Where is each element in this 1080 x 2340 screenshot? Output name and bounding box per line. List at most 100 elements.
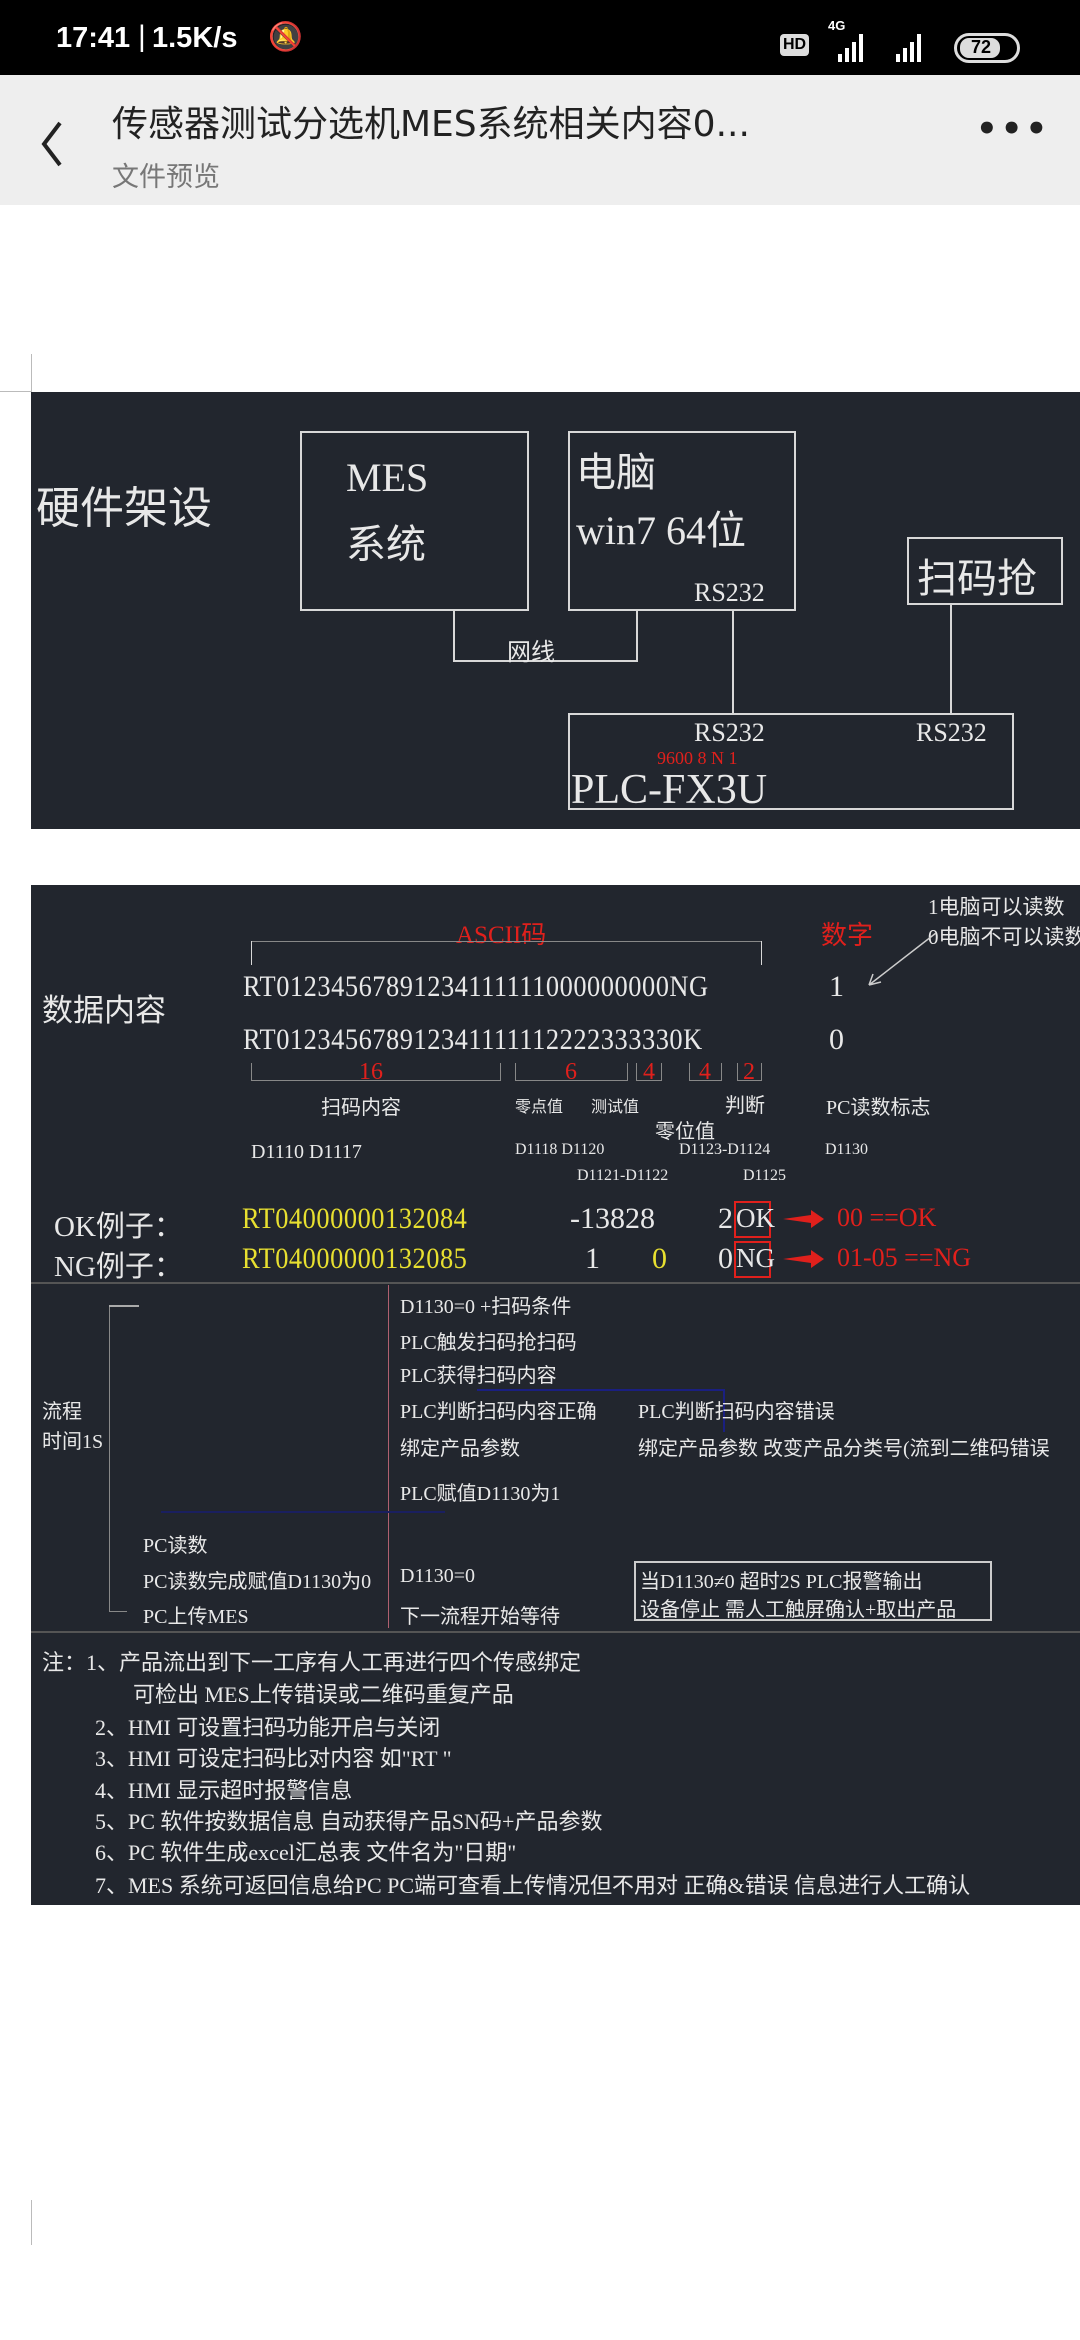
- address-label: D1125: [743, 1167, 786, 1184]
- segment-length: 4: [643, 1059, 655, 1085]
- hardware-title: 硬件架设: [36, 484, 212, 533]
- plc-port-label-2: RS232: [916, 718, 987, 747]
- document-subtitle: 文件预览: [112, 162, 220, 193]
- hardware-diagram: 硬件架设 MES 系统 电脑 win7 64位 RS232 网线 扫码抢 RS2…: [31, 392, 1080, 829]
- note-line: 6、PC 软件生成excel汇总表 文件名为"日期": [95, 1840, 517, 1865]
- flow-step: 绑定产品参数: [400, 1438, 520, 1460]
- clock: 17:41: [56, 22, 131, 54]
- ok-example-code: RT04000000132084: [242, 1202, 468, 1235]
- data-row-ok: RT012345678912341111112222333330K: [243, 1023, 703, 1056]
- segment-length: 2: [743, 1059, 755, 1085]
- flow-step: D1130=0 +扫码条件: [400, 1296, 572, 1318]
- hd-badge: HD: [780, 34, 810, 56]
- scanner-box: [907, 537, 1063, 605]
- flow-step: PLC判断扫码内容正确: [400, 1401, 597, 1423]
- alarm-text: 设备停止 需人工触屏确认+取出产品: [640, 1599, 957, 1621]
- page-corner-mark: [31, 2200, 32, 2245]
- data-flow-diagram: ASCII码 数字 1电脑可以读数 0电脑不可以读数 数据内容 RT012345…: [31, 885, 1080, 1905]
- flow-step: PLC获得扫码内容: [400, 1365, 557, 1387]
- app-header: 传感器测试分选机MES系统相关内容0... 文件预览 •••: [0, 75, 1080, 205]
- plc-label: PLC-FX3U: [571, 767, 768, 813]
- digit-label: 数字: [821, 921, 874, 950]
- divider: |: [138, 20, 146, 53]
- ng-example-value: 0: [652, 1242, 667, 1275]
- flag-note-0: 0电脑不可以读数: [928, 925, 1080, 949]
- pc-label: 电脑: [576, 450, 656, 495]
- flow-step: PLC赋值D1130为1: [400, 1483, 561, 1505]
- more-options-button[interactable]: •••: [976, 109, 1051, 149]
- ng-example-value: 0: [718, 1242, 733, 1275]
- pc-os-label: win7 64位: [576, 508, 746, 553]
- arrow-icon: [868, 932, 937, 986]
- ng-example-label: NG例子：: [54, 1251, 183, 1283]
- flow-step: PLC触发扫码抢扫码: [400, 1332, 577, 1354]
- ng-example-code: RT04000000132085: [242, 1242, 468, 1275]
- note-line: 4、HMI 显示超时报警信息: [95, 1778, 353, 1803]
- flow-step: 下一流程开始等待: [400, 1606, 560, 1628]
- flow-label: 流程: [42, 1401, 82, 1423]
- mes-label: MES: [346, 455, 429, 500]
- field-label: PC读数标志: [826, 1097, 931, 1119]
- field-label: 零位值: [655, 1121, 715, 1143]
- field-label: 扫码内容: [321, 1097, 401, 1119]
- cable-label: 网线: [507, 640, 555, 666]
- document-title: 传感器测试分选机MES系统相关内容0...: [112, 104, 750, 145]
- field-label: 零点值: [515, 1099, 564, 1116]
- ng-meaning: 01-05 ==NG: [837, 1243, 972, 1272]
- battery-icon: 72: [954, 33, 1020, 63]
- bell-off-icon: 🔕: [268, 21, 303, 52]
- page-corner-mark: [31, 354, 32, 392]
- pc-step: PC读数: [143, 1535, 208, 1557]
- field-label: 判断: [725, 1095, 765, 1117]
- segment-length: 4: [699, 1059, 711, 1085]
- ok-meaning: 00 ==OK: [837, 1203, 937, 1232]
- plc-port-label: RS232: [694, 718, 765, 747]
- page-corner-mark: [0, 391, 31, 392]
- segment-length: 16: [359, 1059, 383, 1085]
- flow-time-label: 时间1S: [42, 1431, 104, 1453]
- flow-error-step: 绑定产品参数 改变产品分类号(流到二维码错误: [638, 1438, 1050, 1460]
- arrow-right-icon: [783, 1250, 824, 1268]
- flag-value: 1: [829, 970, 844, 1003]
- network-type: 4G: [828, 18, 846, 33]
- alarm-text: 当D1130≠0 超时2S PLC报警输出: [640, 1571, 923, 1593]
- scanner-label: 扫码抢: [917, 556, 1037, 601]
- data-row-ng: RT01234567891234111111000000000NG: [243, 970, 709, 1003]
- ok-example-label: OK例子：: [54, 1211, 183, 1243]
- flow-error-step: PLC判断扫码内容错误: [638, 1401, 835, 1423]
- note-line: 可检出 MES上传错误或二维码重复产品: [133, 1682, 514, 1707]
- flag-note-1: 1电脑可以读数: [928, 895, 1065, 919]
- signal-icon: [838, 34, 921, 62]
- note-line: 5、PC 软件按数据信息 自动获得产品SN码+产品参数: [95, 1809, 603, 1834]
- net-speed: 1.5K/s: [152, 22, 238, 54]
- address-label: D1130: [825, 1141, 868, 1158]
- flow-step: D1130=0: [400, 1565, 475, 1587]
- flag-value: 0: [829, 1023, 844, 1056]
- address-label: D1110 D1117: [251, 1141, 362, 1163]
- mes-box: [300, 431, 529, 611]
- battery-level: 72: [971, 37, 992, 57]
- ok-result-box: OK: [734, 1201, 775, 1238]
- back-button[interactable]: [36, 119, 66, 169]
- note-line: 2、HMI 可设置扫码功能开启与关闭: [95, 1715, 441, 1740]
- note-line: 7、MES 系统可返回信息给PC PC端可查看上传情况但不用对 正确&错误 信息…: [95, 1873, 971, 1898]
- pc-step: PC上传MES: [143, 1606, 249, 1628]
- status-bar: 17:41 | 1.5K/s 🔕 HD 4G 72: [0, 0, 1080, 75]
- address-label: D1118 D1120: [515, 1141, 605, 1158]
- ok-example-value: 2: [718, 1202, 733, 1235]
- pc-box: [568, 431, 796, 611]
- segment-length: 6: [565, 1059, 577, 1085]
- field-label: 测试值: [591, 1099, 640, 1116]
- arrow-right-icon: [783, 1210, 824, 1228]
- ng-example-value: 1: [585, 1242, 600, 1275]
- pc-port-label: RS232: [694, 578, 765, 607]
- ascii-label: ASCII码: [456, 922, 547, 949]
- address-label: D1121-D1122: [577, 1167, 669, 1184]
- data-content-label: 数据内容: [42, 993, 166, 1028]
- alarm-box: 当D1130≠0 超时2S PLC报警输出 设备停止 需人工触屏确认+取出产品: [634, 1561, 992, 1621]
- ng-result-box: NG: [734, 1241, 775, 1278]
- pc-step: PC读数完成赋值D1130为0: [143, 1571, 372, 1593]
- address-label: D1123-D1124: [679, 1141, 771, 1158]
- note-line: 3、HMI 可设定扫码比对内容 如"RT ": [95, 1746, 452, 1771]
- serial-params: 9600 8 N 1: [657, 748, 738, 768]
